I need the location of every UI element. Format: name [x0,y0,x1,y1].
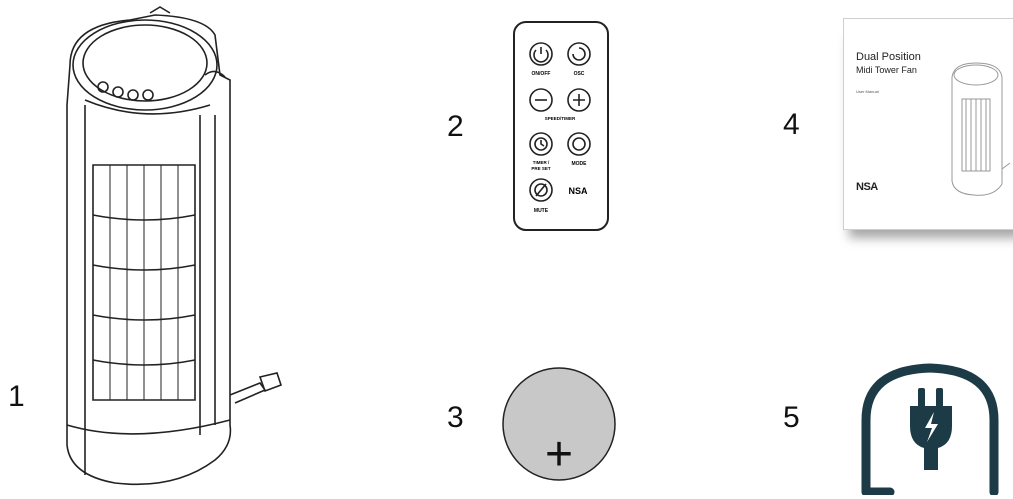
item-number-4: 4 [783,108,800,141]
mode-label: MODE [572,161,588,167]
manual-subtitle: Midi Tower Fan [856,65,917,75]
on-off-label: ON/OFF [532,71,551,77]
manual-small-label: User Manual [856,89,879,94]
item-number-3: 3 [447,401,464,434]
battery-icon: + [502,367,616,481]
manual-fan-illustration [951,62,1011,196]
remote-control-icon: ON/OFF OSC SPEED/TIMER TIMER / PRE SET M… [513,21,609,231]
manual-title: Dual Position [856,51,921,63]
battery-plus-symbol: + [545,428,573,481]
item-number-1: 1 [8,380,25,413]
user-manual-icon: Dual Position Midi Tower Fan User Manual… [843,18,1013,230]
remote-brand-logo: NSA [568,186,588,196]
mute-label: MUTE [534,208,549,214]
item-number-5: 5 [783,401,800,434]
power-plug-icon [861,363,999,495]
item-number-2: 2 [447,110,464,143]
timer-preset-label-1: TIMER / [533,160,550,165]
osc-label: OSC [574,71,585,77]
timer-preset-label-2: PRE SET [531,166,551,171]
speed-timer-label: SPEED/TIMER [545,116,576,121]
tower-fan-icon [66,6,283,486]
manual-brand-logo: NSA [856,181,878,193]
